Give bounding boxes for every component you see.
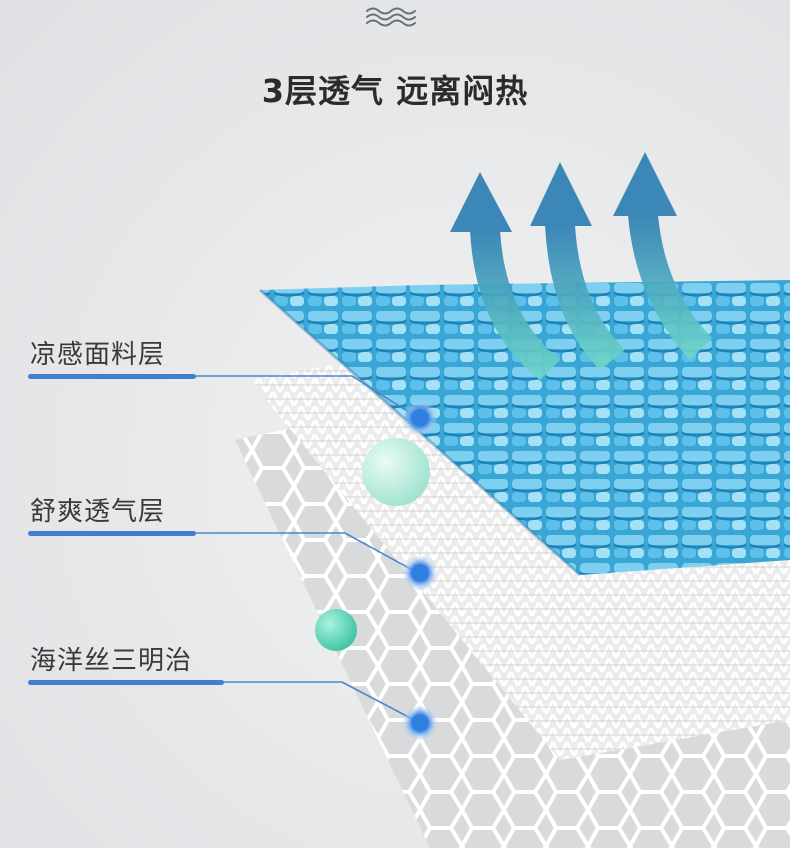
layer-underline-1 bbox=[28, 374, 196, 379]
callout-dot-2 bbox=[402, 555, 438, 591]
layer-underline-2 bbox=[28, 531, 196, 536]
layer-label-ocean-silk: 海洋丝三明治 bbox=[30, 640, 192, 677]
callout-dot-1 bbox=[402, 400, 438, 436]
mint-sphere-large bbox=[362, 438, 430, 506]
layer-underline-3 bbox=[28, 680, 224, 685]
layer-label-cooling: 凉感面料层 bbox=[30, 334, 165, 371]
teal-sphere bbox=[315, 609, 357, 651]
layer-label-breathable: 舒爽透气层 bbox=[30, 491, 165, 528]
callout-dot-3 bbox=[402, 705, 438, 741]
